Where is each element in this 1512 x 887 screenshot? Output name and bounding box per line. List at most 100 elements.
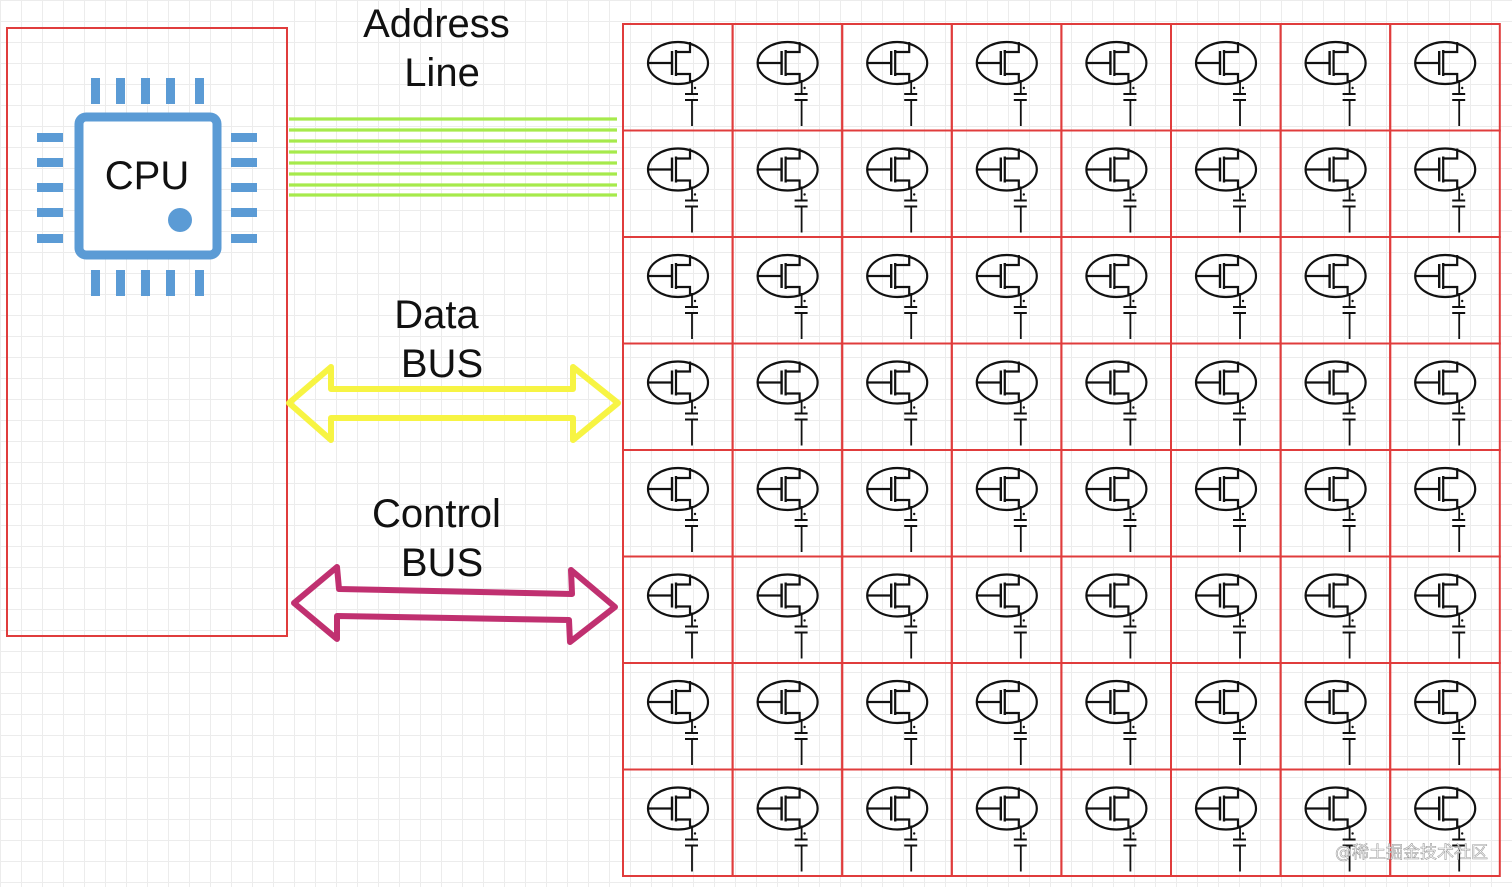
memory-cell-border	[1389, 129, 1501, 238]
control-bus-label-line1: Control	[372, 492, 501, 536]
memory-cell	[731, 342, 844, 451]
memory-cell	[1389, 236, 1501, 345]
transistor-capacitor-icon	[1413, 466, 1477, 554]
transistor-capacitor-icon	[1304, 40, 1367, 128]
transistor-capacitor-icon	[975, 253, 1039, 341]
memory-cell-border	[622, 768, 734, 877]
transistor-capacitor-icon	[646, 679, 710, 767]
memory-cell-border	[622, 449, 734, 558]
memory-cell	[1170, 342, 1282, 451]
memory-cell-border	[950, 555, 1063, 664]
memory-cell-border	[731, 768, 844, 877]
control-bus-label-line2: BUS	[401, 541, 483, 585]
memory-cell	[1279, 236, 1392, 345]
memory-cell	[731, 449, 844, 558]
transistor-capacitor-icon	[756, 573, 819, 660]
memory-cell-border	[1060, 23, 1173, 132]
memory-cell-border	[841, 23, 953, 132]
memory-cell-border	[1389, 236, 1501, 345]
transistor-capacitor-icon	[756, 40, 819, 128]
transistor-capacitor-icon	[1304, 679, 1367, 767]
transistor-capacitor-icon	[866, 147, 929, 234]
transistor-capacitor-icon	[1194, 679, 1258, 767]
transistor-capacitor-icon	[1085, 573, 1148, 660]
memory-cell	[950, 342, 1063, 451]
memory-cell	[950, 236, 1063, 345]
transistor-capacitor-icon	[1085, 253, 1148, 341]
memory-cell	[1389, 555, 1501, 664]
memory-cell-border	[841, 768, 953, 877]
transistor-capacitor-icon	[975, 466, 1039, 554]
memory-cell-border	[731, 662, 844, 771]
memory-cell-border	[1170, 23, 1282, 132]
memory-cell-border	[950, 236, 1063, 345]
memory-cell	[731, 768, 844, 877]
memory-cell-border	[1279, 23, 1392, 132]
transistor-capacitor-icon	[1085, 40, 1148, 128]
transistor-capacitor-icon	[1413, 573, 1477, 660]
transistor-capacitor-icon	[1413, 40, 1477, 128]
transistor-capacitor-icon	[866, 466, 929, 554]
memory-cell-border	[841, 236, 953, 345]
data-bus-label-line1: Data	[394, 293, 479, 337]
memory-cell	[731, 129, 844, 238]
memory-cell	[841, 23, 953, 132]
transistor-capacitor-icon	[1304, 573, 1367, 660]
memory-cell	[1060, 449, 1173, 558]
transistor-capacitor-icon	[866, 573, 929, 660]
memory-cell	[1170, 662, 1282, 771]
memory-cell-border	[622, 662, 734, 771]
transistor-capacitor-icon	[866, 253, 929, 341]
memory-cell-border	[1060, 662, 1173, 771]
transistor-capacitor-icon	[1304, 360, 1367, 447]
control-bus-arrow	[291, 564, 618, 645]
memory-cell	[1389, 662, 1501, 771]
address-line-label-line2: Line	[404, 51, 480, 95]
memory-cell-border	[950, 449, 1063, 558]
memory-cell	[1279, 555, 1392, 664]
memory-cell-border	[622, 236, 734, 345]
memory-cell	[731, 555, 844, 664]
address-line-label-line1: Address	[363, 2, 510, 46]
memory-cell	[622, 23, 734, 132]
memory-cell-border	[1389, 449, 1501, 558]
memory-cell-grid	[622, 23, 1501, 877]
transistor-capacitor-icon	[756, 360, 819, 447]
memory-cell-border	[841, 555, 953, 664]
memory-cell-border	[841, 662, 953, 771]
memory-cell-border	[622, 555, 734, 664]
transistor-capacitor-icon	[1304, 147, 1367, 234]
control-bus-label: Control BUS	[372, 492, 512, 585]
transistor-capacitor-icon	[756, 786, 819, 873]
memory-cell	[1170, 768, 1282, 877]
transistor-capacitor-icon	[1304, 253, 1367, 341]
memory-cell	[950, 23, 1063, 132]
memory-cell-border	[731, 342, 844, 451]
memory-cell-border	[841, 342, 953, 451]
memory-cell	[841, 555, 953, 664]
memory-cell	[622, 129, 734, 238]
memory-cell-border	[1170, 236, 1282, 345]
memory-cell-border	[1279, 662, 1392, 771]
transistor-capacitor-icon	[646, 786, 710, 873]
memory-cell-border	[1170, 342, 1282, 451]
memory-cell-border	[1170, 129, 1282, 238]
memory-cell-border	[1060, 342, 1173, 451]
transistor-capacitor-icon	[756, 679, 819, 767]
memory-cell	[841, 768, 953, 877]
memory-cell	[1060, 23, 1173, 132]
transistor-capacitor-icon	[1085, 360, 1148, 447]
transistor-capacitor-icon	[756, 253, 819, 341]
memory-cell-border	[1279, 236, 1392, 345]
memory-cell-border	[950, 342, 1063, 451]
transistor-capacitor-icon	[1413, 253, 1477, 341]
transistor-capacitor-icon	[1194, 466, 1258, 554]
memory-cell-border	[622, 23, 734, 132]
memory-cell-border	[1389, 342, 1501, 451]
transistor-capacitor-icon	[646, 40, 710, 128]
transistor-capacitor-icon	[866, 679, 929, 767]
memory-cell	[1279, 23, 1392, 132]
transistor-capacitor-icon	[866, 40, 929, 128]
address-line-wires	[289, 117, 617, 197]
memory-cell	[622, 662, 734, 771]
